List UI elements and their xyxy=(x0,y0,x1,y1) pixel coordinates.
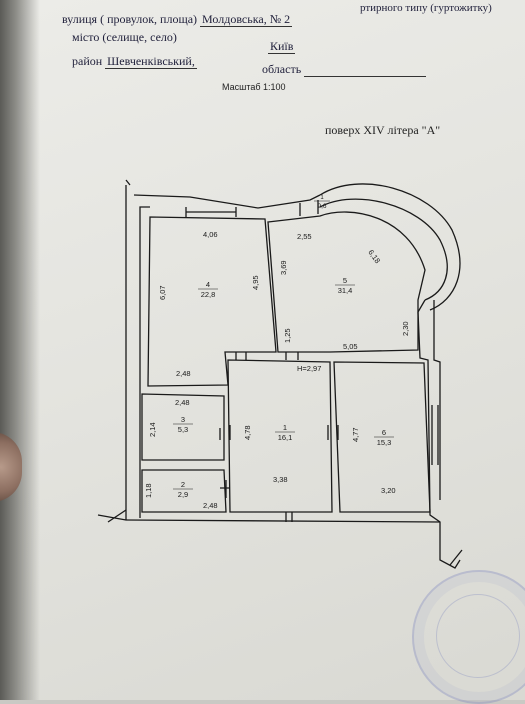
street-value: Молдовська, № 2 xyxy=(200,12,293,27)
dim-607: 6,07 xyxy=(158,285,167,300)
city-value: Київ xyxy=(268,39,296,54)
dim-477: 4,77 xyxy=(351,427,360,442)
dim-248-room4: 2,48 xyxy=(176,369,191,378)
room-1-area: 16,1 xyxy=(278,433,293,442)
dim-369: 3,69 xyxy=(279,260,288,275)
dim-478: 4,78 xyxy=(243,425,252,440)
district-line: район Шевченківський, xyxy=(72,54,197,69)
scale-label: Масштаб 1:100 xyxy=(222,82,286,92)
dim-495: 4,95 xyxy=(251,275,260,290)
dim-118: 1,18 xyxy=(144,483,153,498)
dim-505: 5,05 xyxy=(343,342,358,351)
room-labels: 4 22,8 5 31,4 1 16,1 6 15,3 3 5,3 2 2,9 … xyxy=(173,195,394,499)
dim-125: 1,25 xyxy=(283,328,292,343)
dim-255: 2,55 xyxy=(297,232,312,241)
ceiling-height: Н=2,97 xyxy=(297,364,321,373)
region-line: область xyxy=(262,62,427,77)
room-5-area: 31,4 xyxy=(338,286,353,295)
room-6-number: 6 xyxy=(382,428,386,437)
finger-holding-page xyxy=(0,432,22,502)
dimension-labels: 4,06 6,07 4,95 2,48 2,55 6,18 3,69 2,30 … xyxy=(144,230,410,510)
dim-230: 2,30 xyxy=(401,321,410,336)
room-4-number: 4 xyxy=(206,280,210,289)
page-edge-shadow xyxy=(0,0,40,700)
dim-338: 3,38 xyxy=(273,475,288,484)
city-value-wrap: Київ xyxy=(268,39,296,54)
room-5-number: 5 xyxy=(343,276,347,285)
dim-320: 3,20 xyxy=(381,486,396,495)
room-2-number: 2 xyxy=(181,480,185,489)
room-3-number: 3 xyxy=(181,415,185,424)
dim-248-room3: 2,48 xyxy=(175,398,190,407)
balcony-number: 1 xyxy=(320,195,324,201)
region-blank xyxy=(304,76,427,77)
street-label: вулиця ( провулок, площа) xyxy=(62,12,198,26)
floor-title: поверх XIV літера "А" xyxy=(325,123,441,137)
region-label: область xyxy=(262,62,302,76)
dim-214: 2,14 xyxy=(148,422,157,437)
room-1-number: 1 xyxy=(283,423,287,432)
dim-406: 4,06 xyxy=(203,230,218,239)
city-label: місто (селище, село) xyxy=(72,30,177,44)
district-label: район xyxy=(72,54,103,68)
street-line: вулиця ( провулок, площа) Молдовська, № … xyxy=(62,12,293,27)
balcony-area: 9,6 xyxy=(317,203,326,210)
room-3-area: 5,3 xyxy=(178,425,188,434)
header-fragment: ртирного типу (гуртожитку) xyxy=(360,2,492,14)
room-4-area: 22,8 xyxy=(201,290,216,299)
room-2-area: 2,9 xyxy=(178,490,188,499)
room-6-area: 15,3 xyxy=(377,438,392,447)
plan-walls xyxy=(97,179,463,569)
dim-618: 6,18 xyxy=(366,248,382,265)
dim-248-room2: 2,48 xyxy=(203,501,218,510)
district-value: Шевченківський, xyxy=(105,54,197,69)
